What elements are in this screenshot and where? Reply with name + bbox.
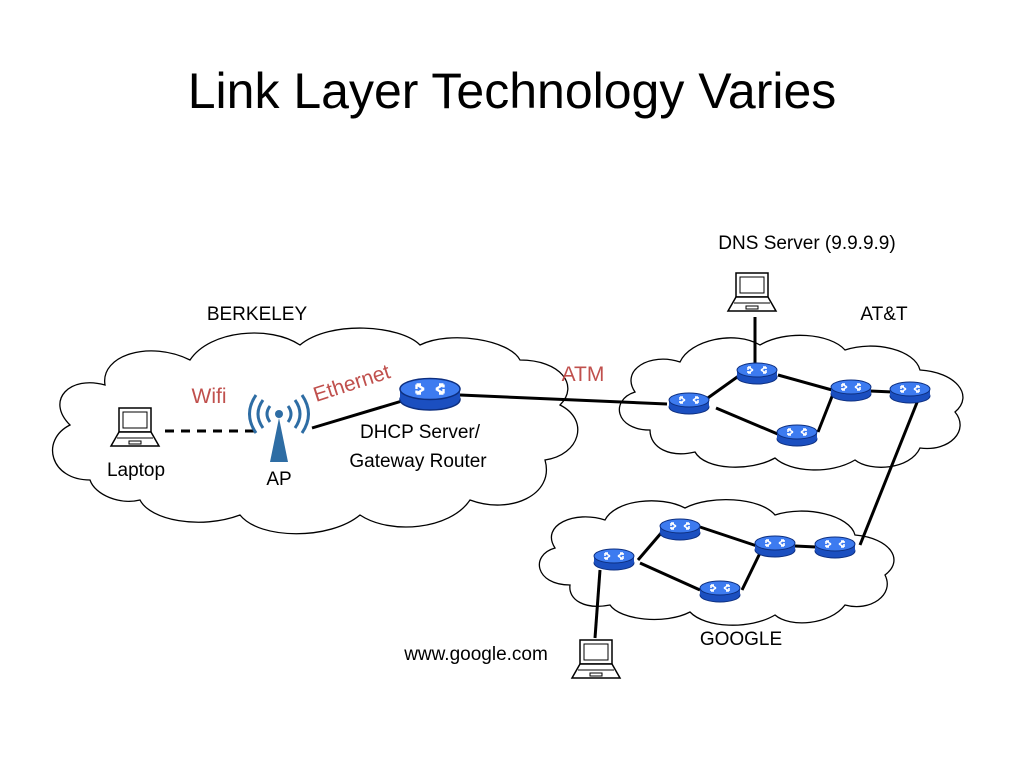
- atm-link: [459, 393, 668, 406]
- slide-title: Link Layer Technology Varies: [187, 63, 837, 119]
- router-icon[interactable]: [830, 379, 872, 402]
- att-google-link: [858, 399, 920, 546]
- google-link: [794, 544, 817, 549]
- google-host-link: [593, 569, 602, 639]
- att-link: [816, 393, 835, 433]
- google-link: [740, 552, 762, 591]
- att-label: AT&T: [860, 304, 908, 325]
- router-icon[interactable]: [668, 392, 710, 415]
- google-link: [636, 531, 664, 561]
- dhcp-label-line2: Gateway Router: [349, 451, 487, 472]
- laptop-label: Laptop: [107, 460, 165, 481]
- att-link: [715, 406, 781, 437]
- ethernet-link: [311, 396, 413, 430]
- router-icon[interactable]: [889, 381, 931, 404]
- router-icon[interactable]: [593, 548, 635, 571]
- dns-server-label: DNS Server (9.9.9.9): [718, 233, 895, 254]
- google-link: [639, 561, 701, 592]
- ap-label: AP: [266, 469, 291, 490]
- google-host-label: www.google.com: [403, 644, 548, 665]
- laptop-icon[interactable]: [571, 639, 621, 679]
- wifi-antenna-icon[interactable]: [248, 394, 310, 462]
- google-label: GOOGLE: [700, 629, 782, 650]
- router-icon[interactable]: [754, 535, 796, 558]
- att-link: [777, 373, 833, 392]
- router-icon[interactable]: [699, 580, 741, 603]
- att-link: [869, 389, 893, 394]
- wifi-link-label: Wifi: [192, 385, 227, 408]
- google-cloud: [538, 499, 895, 626]
- router-icon[interactable]: [659, 518, 701, 541]
- router-icon[interactable]: [398, 377, 462, 412]
- laptop-icon[interactable]: [727, 272, 777, 312]
- router-icon[interactable]: [736, 362, 778, 385]
- dhcp-label-line1: DHCP Server/: [360, 422, 481, 443]
- google-link: [699, 525, 758, 548]
- router-icon[interactable]: [776, 424, 818, 447]
- berkeley-label: BERKELEY: [207, 304, 308, 325]
- atm-link-label: ATM: [562, 363, 605, 386]
- att-link: [704, 373, 741, 402]
- att-cloud: [618, 334, 964, 471]
- router-icon[interactable]: [814, 536, 856, 559]
